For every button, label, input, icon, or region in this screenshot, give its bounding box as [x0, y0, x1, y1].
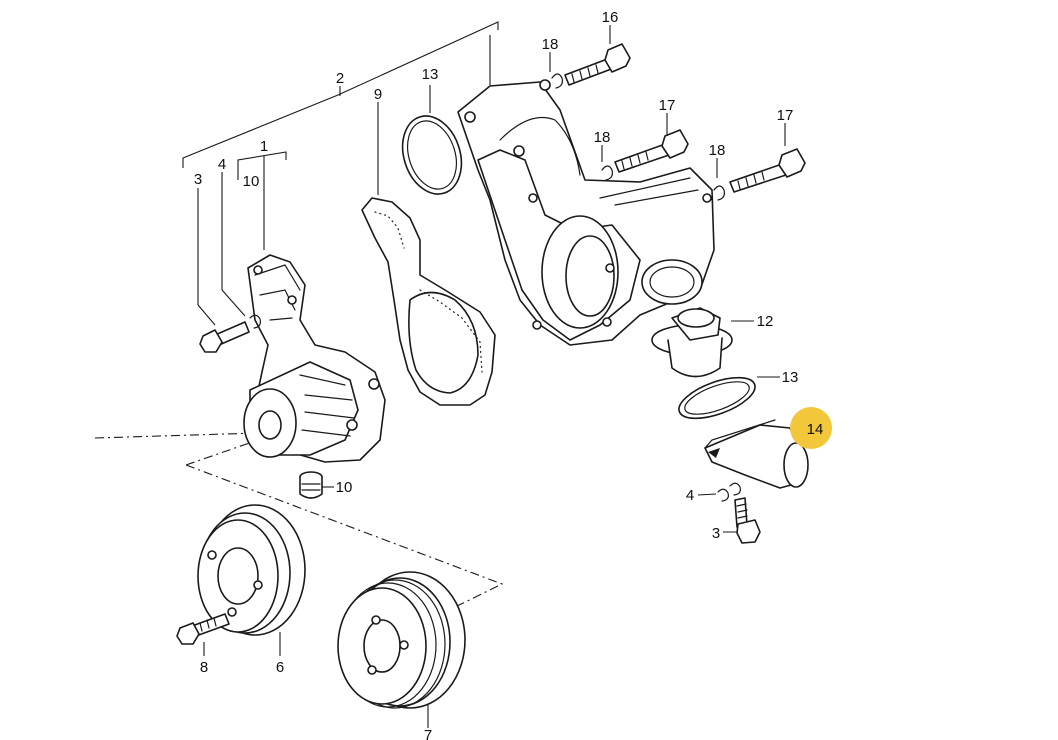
- pulleys: [176, 504, 466, 709]
- leader-lines: [182, 21, 804, 728]
- callout-13-right: 13: [782, 369, 799, 386]
- callout-2: 2: [336, 70, 344, 87]
- pump-bolt: [199, 314, 261, 353]
- callout-10-bottom: 10: [336, 479, 353, 496]
- callout-7: 7: [424, 727, 432, 740]
- o-ring-and-gasket: [361, 115, 496, 406]
- callout-18-right: 18: [709, 142, 726, 159]
- callout-4-right: 4: [686, 487, 694, 504]
- callout-16: 16: [602, 9, 619, 26]
- callout-10-top: 10: [243, 173, 260, 190]
- callout-3-left: 3: [194, 171, 202, 188]
- callout-13-top: 13: [422, 66, 439, 83]
- callout-6: 6: [276, 659, 284, 676]
- water-pump: [243, 254, 386, 463]
- callout-14: 14: [807, 421, 824, 438]
- part-14-highlight-marker: [790, 407, 832, 449]
- plug: [299, 471, 323, 499]
- pump-housing: [457, 79, 715, 346]
- callout-labels: 16 18 13 2 9 17 17 18 18 1 3 4 10 12 13 …: [194, 9, 824, 740]
- callout-17-middle: 17: [659, 97, 676, 114]
- callout-9: 9: [374, 86, 382, 103]
- callout-8: 8: [200, 659, 208, 676]
- callout-4-left: 4: [218, 156, 226, 173]
- callout-1: 1: [260, 138, 268, 155]
- thermostat-assembly: [651, 307, 809, 544]
- callout-18-middle: 18: [594, 129, 611, 146]
- callout-3-right: 3: [712, 525, 720, 542]
- assembly-axes: [94, 432, 504, 609]
- callout-12: 12: [757, 313, 774, 330]
- housing-bolts: [551, 43, 806, 201]
- callout-18-top: 18: [542, 36, 559, 53]
- callout-17-right: 17: [777, 107, 794, 124]
